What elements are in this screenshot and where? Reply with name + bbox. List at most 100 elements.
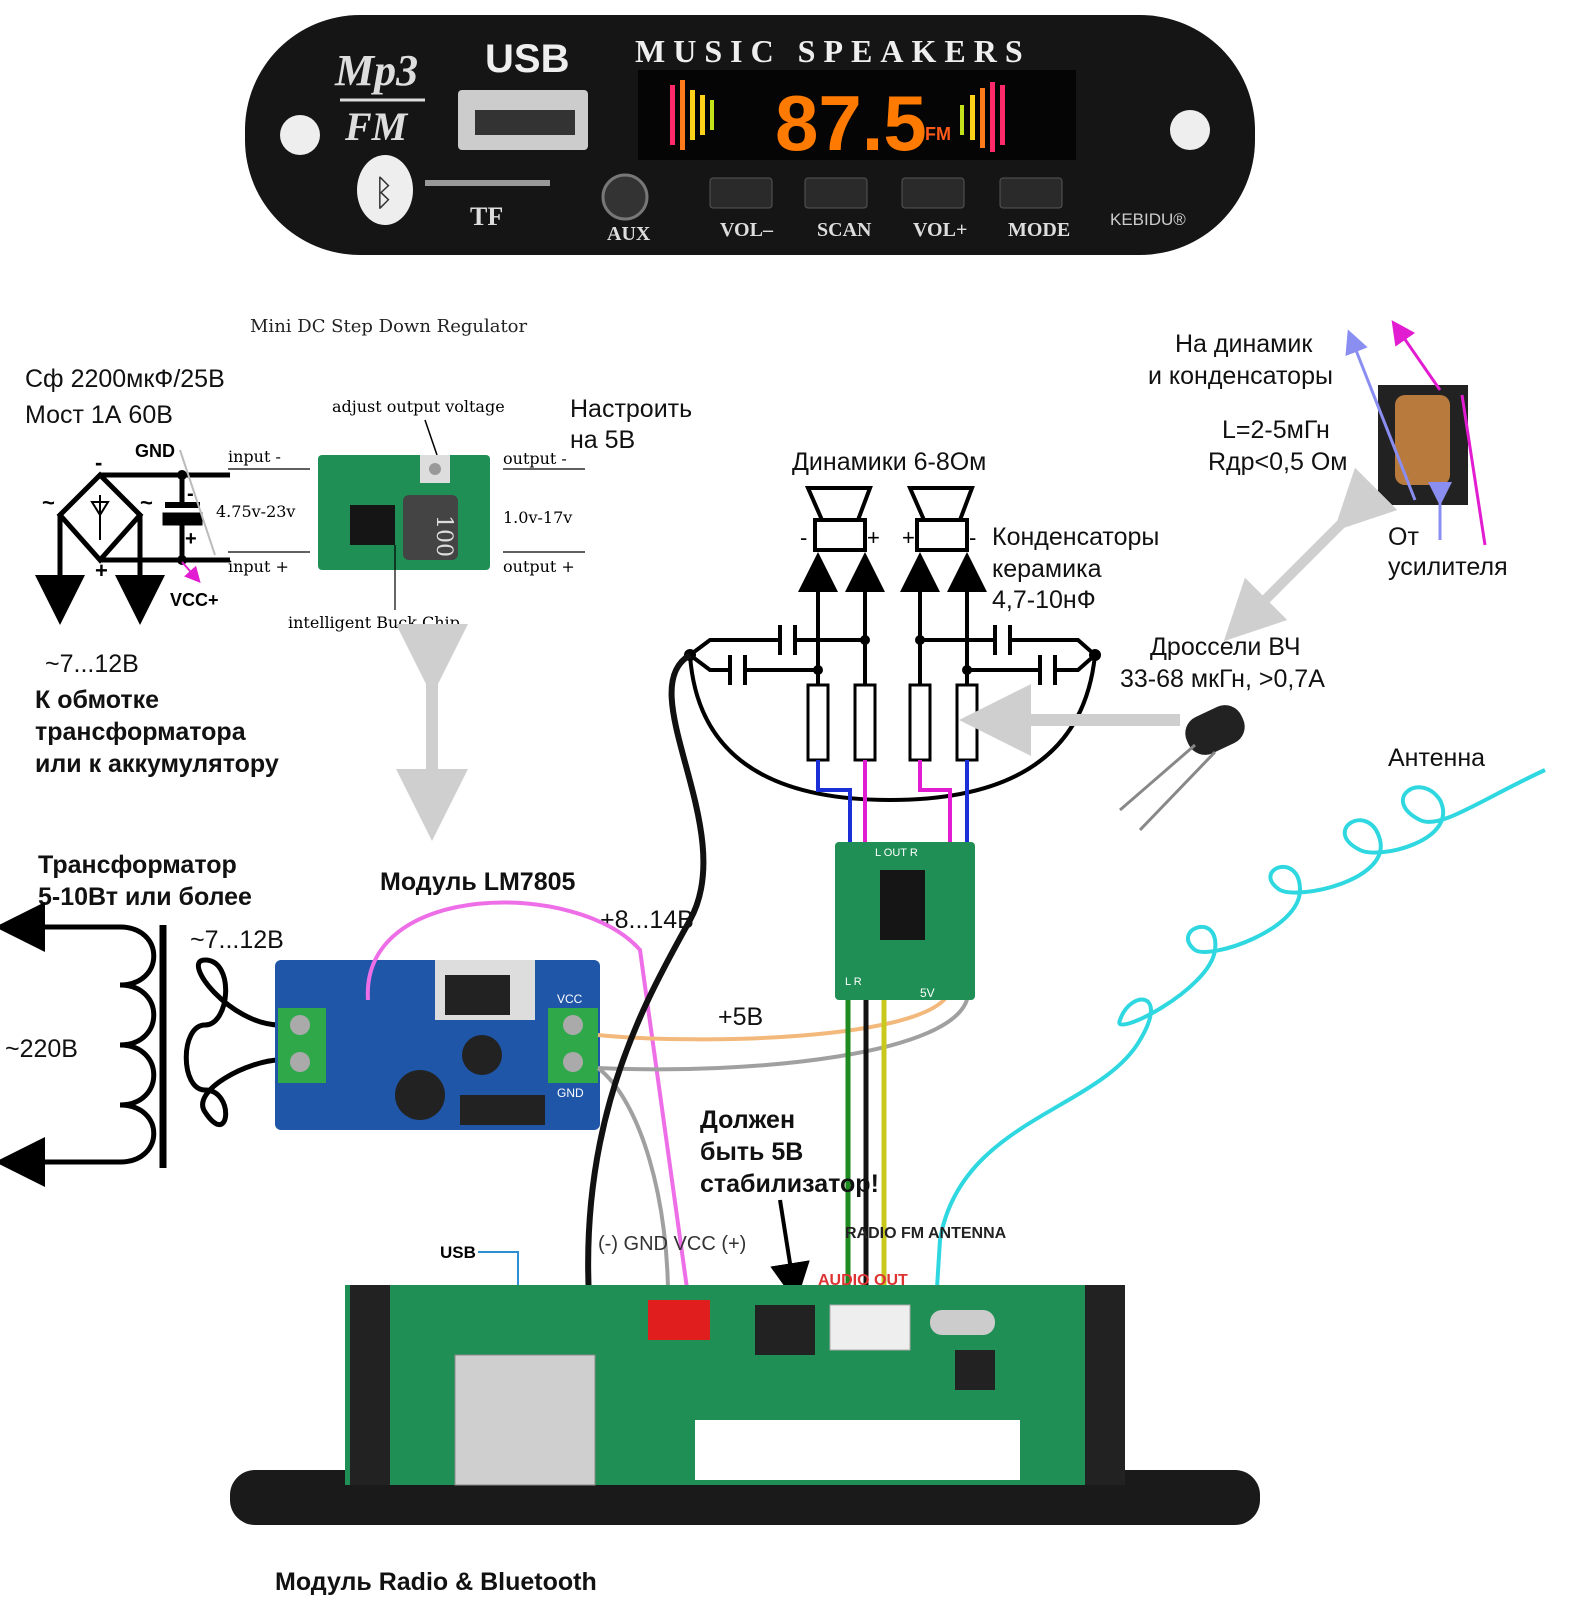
- scan-button[interactable]: [804, 177, 868, 209]
- secondary-voltage-label: ~7...12В: [190, 926, 284, 954]
- mount-hole: [1170, 110, 1210, 150]
- wire-pink-vin: [365, 900, 692, 1311]
- buck-regulator: adjust output voltage Настроить на 5В in…: [216, 395, 692, 841]
- spectrum-right: [960, 82, 1005, 152]
- amp-power-label: 5V: [920, 986, 935, 1000]
- usb-socket[interactable]: [454, 1354, 596, 1486]
- gnd-silkscreen: GND: [557, 1086, 584, 1100]
- wire-black-shielded: [585, 652, 707, 1381]
- svg-text:+: +: [902, 525, 915, 550]
- usb-label: USB: [485, 37, 569, 81]
- choke-to-2: и конденсаторы: [1148, 362, 1333, 390]
- frequency-display: 87.5: [775, 79, 927, 167]
- choke-inductance: L=2-5мГн: [1222, 416, 1330, 444]
- svg-text:+: +: [95, 558, 108, 583]
- adjust-label: adjust output voltage: [332, 397, 505, 416]
- buck-chip: [350, 505, 395, 545]
- power-connector[interactable]: [648, 1300, 710, 1340]
- output-minus-label: output -: [503, 449, 567, 468]
- warning-line-2: быть 5В: [700, 1138, 803, 1166]
- wire-gray-gnd-amp: [597, 994, 970, 1072]
- tf-slot[interactable]: [425, 180, 550, 186]
- choke-to-1: На динамик: [1175, 330, 1313, 358]
- note-line-1: К обмотке: [35, 686, 159, 714]
- note-line-2: трансформатора: [35, 718, 247, 746]
- vol-down-button[interactable]: [709, 177, 773, 209]
- speakers-label: Динамики 6-8Ом: [792, 448, 986, 476]
- vcc-pointer: [181, 561, 201, 583]
- adjust-note-1: Настроить: [570, 395, 692, 423]
- rf-choke-part: [1185, 705, 1245, 755]
- bridge-rectifier-symbol: [35, 471, 230, 625]
- voltage-regulator-chip: [755, 1305, 815, 1355]
- mode-button[interactable]: [999, 177, 1063, 209]
- svg-text:+: +: [185, 528, 197, 550]
- mount-hole: [280, 115, 320, 155]
- input-plus-label: input +: [228, 557, 289, 576]
- speaker-right-icon: [906, 486, 975, 522]
- rectifier-section: Mini DC Step Down Regulator Сф 2200мкФ/2…: [25, 316, 528, 778]
- bridge-label: Мост 1А 60В: [25, 401, 173, 429]
- amplifier-module: L OUT R L R 5V: [835, 842, 975, 1000]
- vol-up-label: VOL+: [913, 219, 967, 241]
- audio-out-connector[interactable]: [829, 1304, 911, 1351]
- gnd-label: GND: [135, 441, 175, 461]
- wire-orange-5v: [597, 993, 950, 1042]
- audio-out-label: AUDIO OUT: [818, 1272, 908, 1289]
- panel-header: MUSIC SPEAKERS: [635, 33, 1031, 69]
- chip-label: intelligent Buck Chip: [288, 613, 460, 632]
- transformer-title-2: 5-10Вт или более: [38, 883, 252, 911]
- vcc-silkscreen: VCC: [557, 992, 583, 1006]
- input-range-label: 4.75v-23v: [216, 502, 295, 521]
- bt-chip: [955, 1350, 995, 1390]
- warning-line-3: стабилизатор!: [700, 1170, 879, 1198]
- scan-label: SCAN: [817, 219, 872, 241]
- antenna-wire: [928, 768, 1546, 1401]
- lm7805-module: Модуль LM7805 VCC GND +8...14В +5В: [275, 868, 763, 1130]
- choke-from-2: усилителя: [1388, 553, 1508, 581]
- transformer-title-1: Трансформатор: [38, 851, 237, 879]
- vol-up-button[interactable]: [901, 177, 965, 209]
- svg-text:-: -: [969, 525, 976, 550]
- brand-label: KEBIDU®: [1110, 210, 1186, 229]
- caps-label-3: 4,7-10нФ: [992, 586, 1096, 614]
- usb-pointer-label: USB: [440, 1243, 476, 1262]
- pin-header: [460, 1095, 545, 1125]
- adjust-note-2: на 5В: [570, 426, 635, 454]
- svg-text:~: ~: [42, 490, 55, 515]
- rf-choke-label-1: Дроссели ВЧ: [1150, 633, 1301, 661]
- display-ribbon: [695, 1420, 1020, 1480]
- transformer-section: Трансформатор 5-10Вт или более ~7...12В …: [0, 851, 284, 1187]
- wire-blue-left: [816, 760, 852, 845]
- radio-bluetooth-module: USB (-) GND VCC (+) RADIO FM ANTENNA AUD…: [230, 1225, 1260, 1596]
- speaker-filter-section: Динамики 6-8Ом -+ +- Конденсаторы керами…: [684, 448, 1180, 845]
- svg-text:+: +: [867, 525, 880, 550]
- primary-voltage-label: ~220В: [5, 1035, 78, 1063]
- logo-fm: FM: [344, 104, 409, 149]
- spectrum-left: [670, 80, 714, 150]
- inductor-label: 100: [431, 515, 456, 557]
- fm-indicator: FM: [925, 124, 951, 144]
- regulator-title: Mini DC Step Down Regulator: [250, 316, 528, 337]
- amp-in-label: L R: [845, 976, 862, 988]
- svg-text:~: ~: [140, 490, 153, 515]
- aux-jack[interactable]: [601, 173, 649, 221]
- choke-resistance: Rдр<0,5 Ом: [1208, 448, 1347, 476]
- rf-chokes-symbol: [806, 683, 979, 762]
- capacitor-label: Сф 2200мкФ/25В: [25, 365, 225, 393]
- note-line-3: или к аккумулятору: [35, 750, 279, 778]
- warning-note: Должен быть 5В стабилизатор!: [700, 1106, 879, 1303]
- caps-label-2: керамика: [992, 555, 1102, 583]
- bluetooth-glyph: ᛒ: [373, 172, 395, 213]
- vol-down-label: VOL–: [720, 219, 774, 241]
- svg-text:-: -: [187, 483, 194, 505]
- choke-from-1: От: [1388, 523, 1419, 551]
- crystal: [930, 1310, 995, 1335]
- mode-label: MODE: [1008, 219, 1070, 241]
- vcc-label: VCC+: [170, 590, 219, 610]
- gnd-pointer: [179, 449, 216, 556]
- antenna-label: Антенна: [1388, 744, 1485, 772]
- capacitor-small: [462, 1035, 502, 1075]
- antenna-pin-label: RADIO FM ANTENNA: [845, 1225, 1007, 1242]
- control-buttons: VOL– SCAN VOL+ MODE: [709, 177, 1070, 241]
